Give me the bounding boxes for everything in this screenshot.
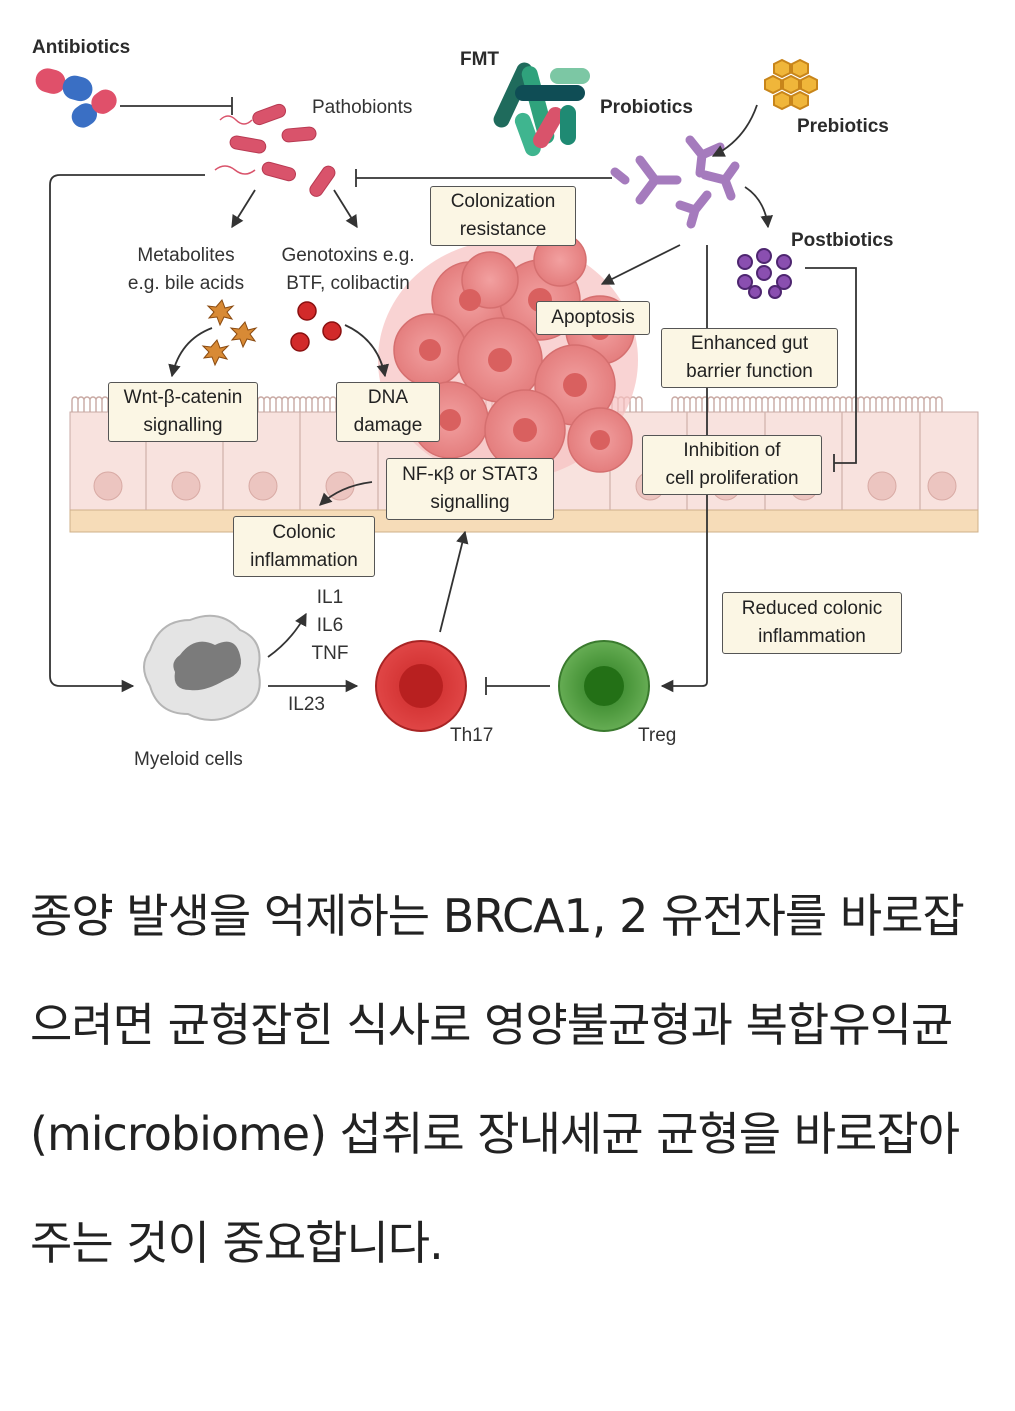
genotoxins-label: Genotoxins e.g. BTF, colibactin bbox=[281, 245, 415, 294]
il23-label: IL23 bbox=[288, 694, 325, 715]
microbiome-crc-diagram: Antibiotics Pathobionts FMT Probiotics P… bbox=[32, 37, 979, 770]
pathobionts-label: Pathobionts bbox=[312, 97, 413, 118]
caption-text: 종양 발생을 억제하는 BRCA1, 2 유전자를 바로잡으려면 균형잡힌 식사… bbox=[30, 889, 965, 1270]
treg-cell-icon bbox=[558, 640, 650, 732]
antibiotics-label: Antibiotics bbox=[32, 37, 131, 58]
colonization-resistance-box: Colonization resistance bbox=[430, 186, 576, 246]
fmt-label: FMT bbox=[460, 49, 500, 70]
fmt-icon bbox=[493, 62, 590, 157]
postbiotics-label: Postbiotics bbox=[791, 230, 894, 251]
nfkb-signalling-box: NF-κβ or STAT3 signalling bbox=[386, 458, 554, 520]
apoptosis-box: Apoptosis bbox=[536, 301, 650, 335]
metabolites-label: Metabolites e.g. bile acids bbox=[127, 245, 245, 294]
reduced-inflammation-box: Reduced colonic inflammation bbox=[722, 592, 902, 654]
pathobionts-icon bbox=[214, 103, 336, 197]
dna-damage-box: DNA damage bbox=[336, 382, 440, 442]
enhanced-gut-barrier-box: Enhanced gut barrier function bbox=[661, 328, 838, 388]
myeloid-cells-label: Myeloid cells bbox=[134, 749, 243, 770]
treg-label: Treg bbox=[638, 725, 677, 746]
cytokines-label: IL1 IL6 TNF bbox=[311, 587, 349, 664]
prebiotics-icon bbox=[764, 58, 818, 111]
colonic-inflammation-box: Colonic inflammation bbox=[233, 516, 375, 577]
th17-cell-icon bbox=[375, 640, 467, 732]
antibiotics-icon bbox=[35, 68, 117, 128]
metabolites-icon bbox=[201, 299, 258, 367]
genotoxins-icon bbox=[290, 301, 342, 352]
prebiotics-label: Prebiotics bbox=[797, 116, 889, 137]
probiotics-icon bbox=[610, 135, 740, 229]
pathway-arrows bbox=[49, 97, 857, 695]
wnt-signalling-box: Wnt-β-catenin signalling bbox=[108, 382, 258, 442]
th17-label: Th17 bbox=[450, 725, 494, 746]
probiotics-label: Probiotics bbox=[600, 97, 693, 118]
inhibition-proliferation-box: Inhibition of cell proliferation bbox=[642, 435, 822, 495]
myeloid-cell-icon bbox=[143, 614, 261, 721]
postbiotics-icon bbox=[737, 248, 792, 299]
